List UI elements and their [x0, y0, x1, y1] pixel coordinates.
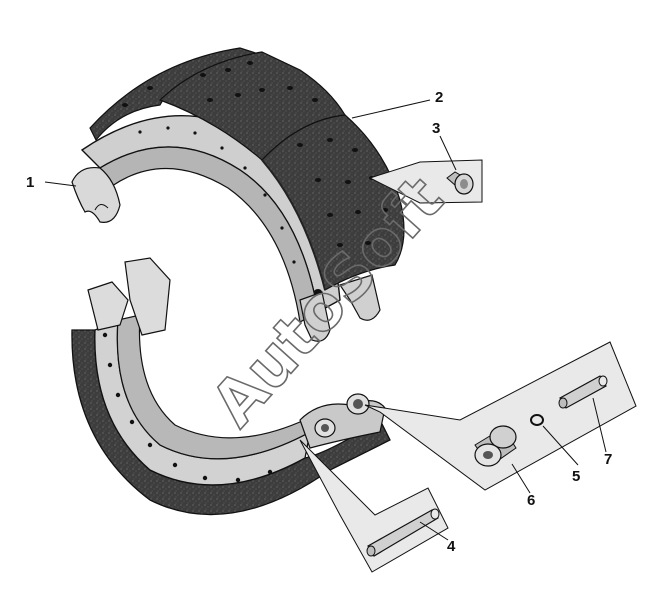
anchor-pin-inset — [299, 439, 449, 573]
roller-pin-part — [558, 375, 608, 409]
lower-brake-shoe — [71, 257, 391, 516]
roller-assembly-inset — [364, 341, 637, 491]
anchor-pin-part — [366, 508, 440, 557]
rivet-part — [446, 171, 474, 195]
upper-shoe-roller-lug — [299, 291, 331, 342]
callout-4: 4 — [447, 538, 456, 555]
callout-labels: 1 2 3 4 5 6 7 — [26, 89, 612, 555]
leader-lines — [44, 99, 607, 541]
callout-6: 6 — [527, 492, 535, 509]
callout-1: 1 — [26, 174, 34, 191]
retaining-clip-part — [530, 414, 544, 426]
upper-shoe-anchor-end — [71, 166, 121, 223]
lower-shoe-anchor-lug-left — [87, 281, 129, 331]
callout-5: 5 — [572, 468, 580, 485]
upper-brake-shoe — [71, 47, 405, 342]
callout-7: 7 — [604, 451, 612, 468]
callout-2: 2 — [435, 89, 443, 106]
rivet-inset — [368, 159, 483, 204]
upper-lining-rivet-holes — [122, 61, 388, 247]
roller-part — [474, 425, 517, 467]
callout-3: 3 — [432, 120, 440, 137]
lower-shoe-anchor-lug-right — [124, 257, 171, 336]
